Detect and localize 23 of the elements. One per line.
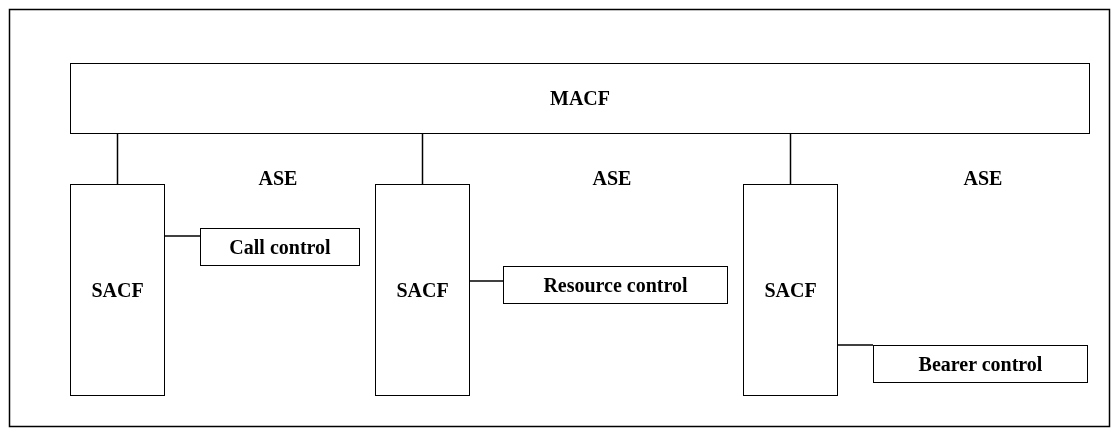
- box-label: Resource control: [543, 273, 688, 297]
- function-box: [743, 184, 838, 396]
- box-label: SACF: [396, 278, 449, 302]
- connector-line: [789, 133, 792, 185]
- function-box: [375, 184, 470, 396]
- function-box: [70, 184, 165, 396]
- connector-line: [164, 235, 201, 237]
- connector-line: [837, 344, 874, 346]
- function-box: [873, 345, 1088, 383]
- ase-label: ASE: [963, 166, 1003, 190]
- connector-line: [421, 133, 424, 185]
- function-box: [200, 228, 360, 266]
- ase-label: ASE: [592, 166, 632, 190]
- function-box: [503, 266, 728, 304]
- box-label: SACF: [91, 278, 144, 302]
- ase-label: ASE: [258, 166, 298, 190]
- box-label: Call control: [229, 235, 331, 259]
- connector-line: [469, 280, 504, 282]
- box-label: SACF: [764, 278, 817, 302]
- function-box: [70, 63, 1090, 134]
- connector-line: [116, 133, 119, 185]
- box-label: Bearer control: [918, 352, 1043, 376]
- box-label: MACF: [550, 87, 610, 110]
